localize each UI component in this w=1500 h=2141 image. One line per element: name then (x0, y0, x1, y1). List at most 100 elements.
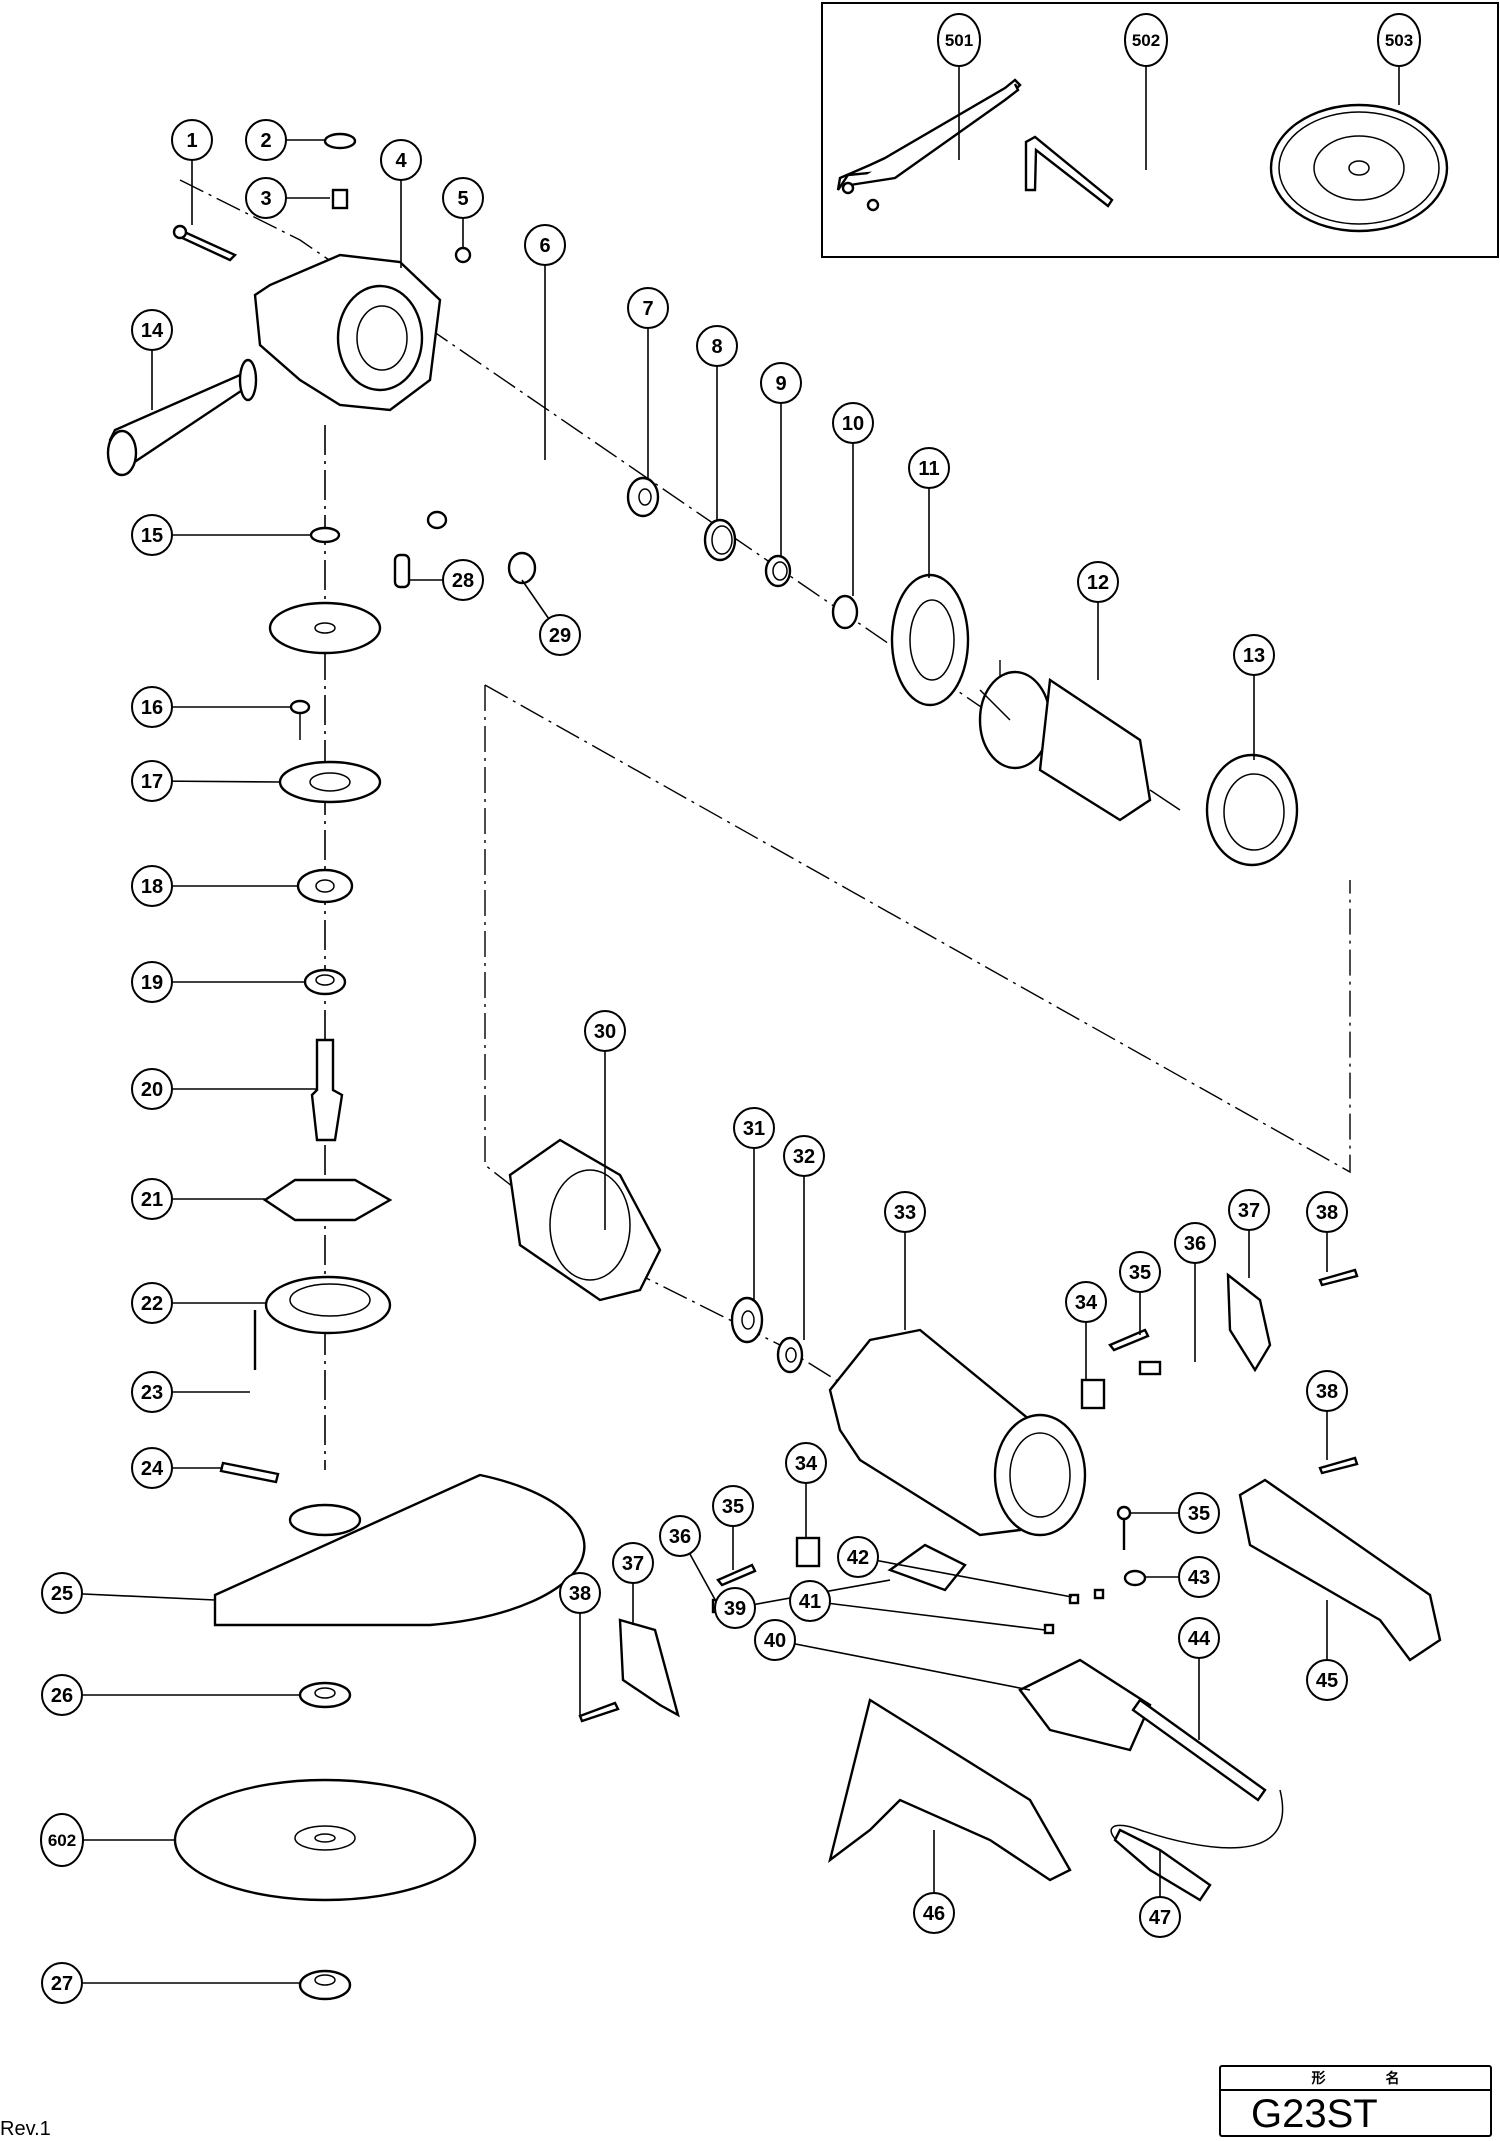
callout-number: 31 (743, 1118, 765, 1140)
callout-number: 2 (260, 130, 271, 152)
callout-number: 15 (141, 525, 163, 547)
rubber-ring-32 (776, 1336, 804, 1374)
callout-number: 29 (549, 625, 571, 647)
callout-33: 33 (884, 1191, 926, 1233)
callout-number: 38 (1316, 1202, 1338, 1224)
brush-holder-34b (795, 1536, 821, 1568)
callout-number: 7 (642, 298, 653, 320)
callout-number: 35 (1129, 1262, 1151, 1284)
callout-17: 17 (131, 760, 173, 802)
callout-number: 25 (51, 1583, 73, 1605)
callout-number: 42 (847, 1547, 869, 1569)
callout-number: 41 (799, 1591, 821, 1613)
callout-number: 18 (141, 876, 163, 898)
revision-label: Rev.1 (0, 2118, 51, 2140)
title-block-header-left: 形 (1311, 2071, 1326, 2087)
callout-8: 8 (696, 325, 738, 367)
callout-circle (627, 287, 669, 329)
callout-number: 34 (795, 1453, 818, 1475)
cord-47 (1110, 1789, 1284, 1902)
callout-circle (245, 177, 287, 219)
title-block-header: 形 名 (1221, 2067, 1490, 2091)
callout-number: 33 (894, 1202, 916, 1224)
callout-number: 37 (622, 1553, 644, 1575)
screw-38c (578, 1701, 620, 1723)
callout-35: 35 (1178, 1492, 1220, 1534)
bolt-24 (219, 1461, 280, 1484)
callout-27: 27 (41, 1962, 83, 2004)
packing-21 (262, 1178, 393, 1222)
callout-23: 23 (131, 1371, 173, 1413)
callout-circle (380, 139, 422, 181)
brush-cap-37b (618, 1618, 680, 1718)
diamond-blade-503 (1269, 103, 1449, 233)
callout-number: 16 (141, 697, 163, 719)
callout-number: 5 (457, 188, 468, 210)
callout-circle (131, 760, 173, 802)
callout-circle (832, 402, 874, 444)
side-handle-14 (106, 358, 258, 477)
leader-c40 (774, 1639, 1031, 1691)
callout-number: 4 (395, 150, 407, 172)
callout-circle (696, 325, 738, 367)
screw-38b (1318, 1456, 1359, 1475)
callout-number: 19 (141, 972, 163, 994)
callout-22: 22 (131, 1282, 173, 1324)
callout-number: 46 (923, 1903, 945, 1925)
motor-housing-33 (828, 1328, 1087, 1537)
callout-37: 37 (1228, 1189, 1270, 1231)
callout-41: 41 (789, 1580, 831, 1622)
callout-602: 602 (40, 1813, 84, 1867)
callout-number: 43 (1188, 1567, 1210, 1589)
callout-circle (1306, 1370, 1348, 1412)
screw-35c (1116, 1505, 1132, 1550)
callout-number: 35 (722, 1496, 744, 1518)
callout-37: 37 (612, 1542, 654, 1584)
screw-35a (1108, 1328, 1150, 1352)
gear-29-small (507, 551, 537, 585)
ball-bearing-31 (730, 1296, 764, 1344)
callout-number: 45 (1316, 1670, 1338, 1692)
callout-number: 36 (1184, 1233, 1206, 1255)
name-plate-39 (887, 1543, 967, 1592)
callout-number: 14 (141, 320, 164, 342)
screw-35b (716, 1563, 757, 1587)
callout-36: 36 (1174, 1222, 1216, 1264)
callout-circle (131, 309, 173, 351)
callout-circle (1077, 561, 1119, 603)
callout-3: 3 (245, 177, 287, 219)
callout-number: 13 (1243, 645, 1265, 667)
brush-holder-34a (1080, 1378, 1106, 1410)
carbon-brush-36a (1138, 1360, 1162, 1376)
oil-seal-19 (303, 968, 347, 996)
callout-10: 10 (832, 402, 874, 444)
connector-41 (1043, 1623, 1055, 1635)
callout-14: 14 (131, 309, 173, 351)
wheel-guard-25 (213, 1473, 586, 1627)
callout-46: 46 (913, 1892, 955, 1934)
callout-15: 15 (131, 514, 173, 556)
callout-number: 38 (1316, 1381, 1338, 1403)
screw-1 (172, 224, 238, 262)
hex-key-502 (1024, 135, 1114, 208)
callout-circle (1174, 1222, 1216, 1264)
callout-number: 32 (793, 1146, 815, 1168)
callout-number: 24 (141, 1458, 164, 1480)
callout-number: 26 (51, 1685, 73, 1707)
callout-circle (171, 119, 213, 161)
callout-45: 45 (1306, 1659, 1348, 1701)
callout-501: 501 (937, 13, 981, 67)
callout-19: 19 (131, 961, 173, 1003)
callout-circle (131, 865, 173, 907)
callout-29: 29 (539, 614, 581, 656)
packing-gland-22 (264, 1275, 392, 1335)
callout-circle (131, 514, 173, 556)
callout-circle (524, 224, 566, 266)
callout-number: 28 (452, 570, 474, 592)
callout-circle (733, 1107, 775, 1149)
callout-circle (1306, 1191, 1348, 1233)
callout-circle (539, 614, 581, 656)
stator-30 (508, 1138, 662, 1302)
